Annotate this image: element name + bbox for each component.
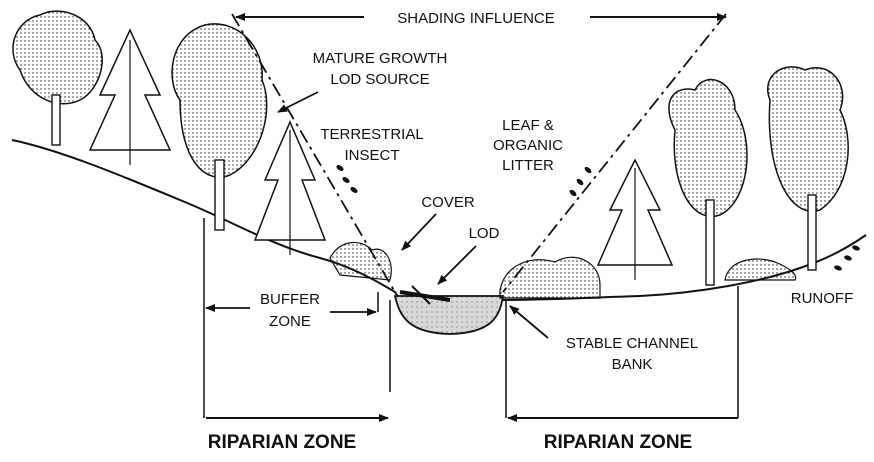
label-shading-influence: SHADING INFLUENCE [397, 10, 555, 27]
label-insect: INSECT [344, 147, 399, 164]
label-runoff: RUNOFF [791, 290, 854, 307]
cover-arrow [402, 214, 436, 250]
label-bank: BANK [612, 356, 653, 373]
label-stable-channel: STABLE CHANNEL [566, 335, 698, 352]
conifer-tree-icon [255, 122, 325, 255]
label-riparian-zone-right: RIPARIAN ZONE [544, 432, 692, 453]
deciduous-tree-icon [13, 11, 102, 145]
channel-bank-arrow [510, 306, 548, 338]
label-litter: LITTER [502, 157, 554, 174]
understory-shrubs [330, 242, 391, 280]
deciduous-tree-icon [172, 24, 267, 230]
deciduous-tree-icon [768, 67, 848, 270]
label-organic: ORGANIC [493, 137, 563, 154]
falling-insects-icon [335, 164, 358, 194]
label-buffer-zone: ZONE [269, 313, 311, 330]
runoff-marks-icon [833, 244, 860, 271]
label-leaf: LEAF & [502, 117, 554, 134]
deciduous-tree-icon [669, 80, 747, 285]
label-cover: COVER [421, 194, 475, 211]
conifer-tree-icon [90, 30, 170, 165]
lod-arrow [438, 246, 476, 284]
label-buffer: BUFFER [260, 291, 320, 308]
conifer-tree-icon [598, 160, 672, 280]
label-lod: LOD [469, 225, 500, 242]
label-terrestrial: TERRESTRIAL [320, 126, 423, 143]
label-mature-growth: MATURE GROWTH [313, 50, 448, 67]
falling-leaves-icon [568, 166, 592, 198]
right-forest [500, 67, 848, 298]
label-lod-source: LOD SOURCE [330, 71, 429, 88]
understory-shrubs [725, 259, 796, 280]
label-riparian-zone-left: RIPARIAN ZONE [208, 432, 356, 453]
